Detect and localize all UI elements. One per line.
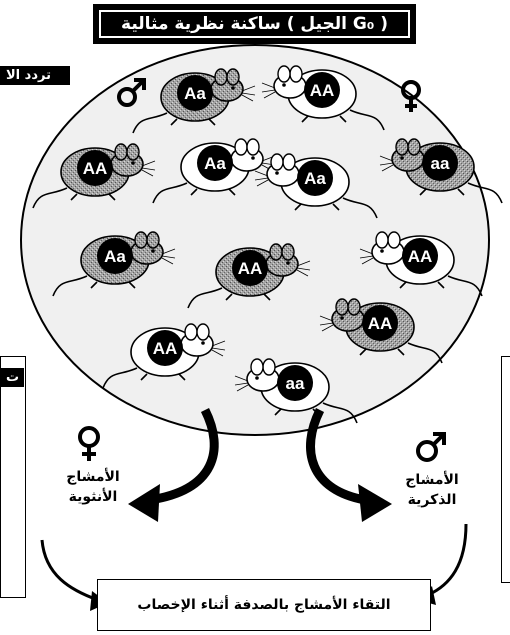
genotype-label: AA: [153, 339, 178, 358]
genotype-badge: [304, 72, 340, 108]
male-gametes-label: الأمشاج الذكرية: [405, 472, 459, 508]
mouse-AA-gray: AA: [319, 298, 443, 364]
male-gamete-arrow: [306, 407, 366, 505]
mouse-AA-gray: AA: [187, 243, 311, 309]
mouse-aa-gray: aa: [379, 138, 503, 204]
fertilization-box: التقاء الأمشاج بالصدفة أثناء الإخصاب: [97, 579, 431, 631]
genotype-badge: [277, 365, 313, 401]
mouse-Aa-gray: Aa: [52, 231, 176, 297]
right-panel: [501, 356, 510, 583]
female-to-fusion-arrow: [40, 539, 99, 602]
female-gametes-label: الأمشاج الأنثوية: [66, 469, 120, 505]
male-to-fusion-arrow: [427, 523, 468, 597]
genotype-badge: [362, 305, 398, 341]
mouse-Aa-white: Aa: [152, 138, 276, 204]
mouse-AA-white: AA: [102, 323, 226, 389]
fertilization-text: التقاء الأمشاج بالصدفة أثناء الإخصاب: [137, 597, 391, 613]
genotype-badge: [197, 145, 233, 181]
genotype-label: Aa: [184, 84, 206, 103]
genotype-label: aa: [431, 154, 450, 173]
male-gamete-arrowhead: [358, 484, 392, 522]
genotype-label: AA: [238, 259, 263, 278]
genotype-label: aa: [286, 374, 305, 393]
genotype-badge: [97, 238, 133, 274]
mouse-AA-white: AA: [359, 231, 483, 297]
female-gamete-arrowhead: [128, 484, 160, 522]
mouse-AA-white: AA: [261, 65, 385, 131]
left-panel-tab: ت: [0, 368, 24, 387]
genotype-badge: [297, 160, 333, 196]
mouse-AA-gray: AA: [32, 143, 156, 209]
genotype-label: Aa: [204, 154, 226, 173]
female-gamete-arrow: [149, 407, 219, 505]
genotype-label: Aa: [304, 169, 326, 188]
female-symbol-icon: [401, 80, 421, 112]
male-symbol-icon: [117, 78, 146, 107]
title-text: ساكنة نظرية مثالية ( الجيل G₀ ): [99, 10, 410, 38]
left-panel: [0, 356, 26, 598]
genotype-badge: [147, 330, 183, 366]
genotype-badge: [402, 238, 438, 274]
genotype-badge: [177, 75, 213, 111]
frequency-tab: تردد الا: [0, 66, 70, 85]
female-gamete-symbol-icon: [78, 426, 100, 461]
genotype-badge: [77, 150, 113, 186]
genotype-badge: [422, 145, 458, 181]
mouse-Aa-white: Aa: [254, 153, 378, 219]
genotype-label: Aa: [104, 247, 126, 266]
genotype-label: AA: [368, 314, 393, 333]
mouse-aa-white: aa: [234, 358, 358, 424]
genotype-label: AA: [83, 159, 108, 178]
genotype-label: AA: [408, 247, 433, 266]
genotype-label: AA: [310, 81, 335, 100]
genotype-badge: [232, 250, 268, 286]
title-box: ساكنة نظرية مثالية ( الجيل G₀ ): [93, 4, 416, 44]
mouse-Aa-gray: Aa: [132, 68, 256, 134]
male-gamete-symbol-icon: [416, 432, 446, 462]
